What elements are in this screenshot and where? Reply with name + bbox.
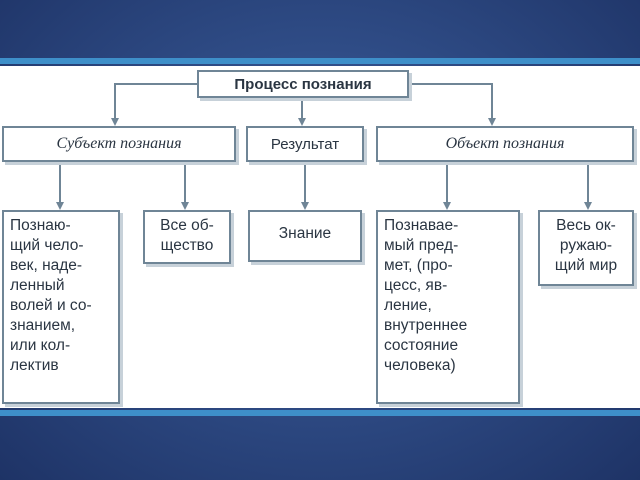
diagram-panel: Процесс познания Субъект познания Резуль… [0, 66, 640, 408]
branch-result-label: Результат [270, 135, 340, 153]
leaf-whole-world: Весь ок- ружаю- щий мир [538, 210, 634, 286]
branch-object: Объект познания [376, 126, 634, 162]
connector-lines [56, 83, 592, 210]
branch-subject-label: Субъект познания [56, 135, 182, 152]
bottom-accent-band [0, 410, 640, 416]
connector-root-object [409, 83, 496, 126]
leaf-knowledge: Знание [248, 210, 362, 262]
branch-result: Результат [246, 126, 364, 162]
top-accent-band [0, 58, 640, 64]
leaf-whole-society: Все об- щество [143, 210, 231, 264]
root-node: Процесс познания [197, 70, 409, 98]
branch-subject: Субъект познания [2, 126, 236, 162]
leaf-knowing-person: Познаю- щий чело- век, наде- ленный воле… [2, 210, 120, 404]
connector-root-subject [111, 83, 197, 126]
leaf-known-object: Познавае- мый пред- мет, (про- цесс, яв-… [376, 210, 520, 404]
root-node-label: Процесс познания [234, 75, 372, 93]
branch-object-label: Объект познания [445, 135, 565, 152]
